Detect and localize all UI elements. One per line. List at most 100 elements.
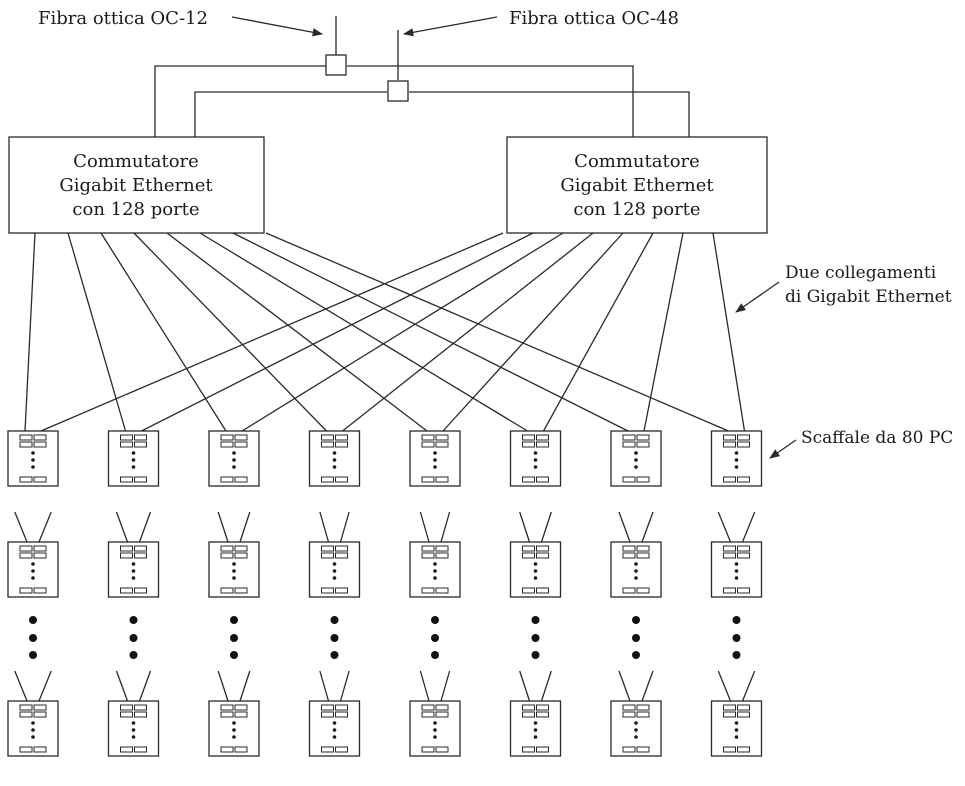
pc-rack bbox=[308, 430, 361, 487]
switch-left-link bbox=[232, 232, 629, 432]
rack-uplink-stub bbox=[14, 511, 28, 543]
rack-uplink-stub bbox=[217, 511, 229, 543]
pc-rack bbox=[308, 541, 361, 598]
rack-uplink-stub bbox=[239, 670, 251, 702]
rack-ellipsis bbox=[129, 616, 138, 659]
switch-right-link bbox=[643, 232, 684, 432]
pc-rack bbox=[7, 430, 59, 487]
rack-uplink-stub bbox=[618, 670, 631, 702]
rack-uplink-stub bbox=[14, 670, 28, 702]
rack-uplink-stub bbox=[540, 670, 552, 702]
two-links-label-line1: Due collegamenti bbox=[785, 263, 937, 283]
switch-right-link bbox=[442, 232, 624, 432]
switch-right-link bbox=[342, 232, 594, 432]
gigabit-links bbox=[14, 232, 756, 702]
rack-uplink-stub bbox=[319, 511, 330, 543]
rack-ellipsis bbox=[230, 616, 238, 659]
rack-uplink-stub bbox=[339, 670, 350, 702]
pc-rack bbox=[107, 541, 160, 598]
rack-uplink-stub bbox=[38, 670, 52, 702]
oc12-arrow bbox=[231, 16, 324, 37]
pc-rack bbox=[7, 541, 59, 598]
rack-uplink-stub bbox=[440, 670, 451, 702]
rack-uplink-stub bbox=[217, 670, 229, 702]
oc12-router-node bbox=[325, 54, 347, 76]
pc-rack bbox=[107, 700, 160, 757]
switch-right: Commutatore Gigabit Ethernet con 128 por… bbox=[506, 136, 768, 234]
rack-uplink-stub bbox=[138, 511, 152, 543]
rack-ellipsis bbox=[732, 616, 741, 659]
rack-uplink-stub bbox=[641, 670, 654, 702]
switch-left-line3: con 128 porte bbox=[72, 199, 199, 220]
rack-uplink-stub bbox=[239, 511, 251, 543]
switch-left-link bbox=[133, 232, 327, 432]
switch-right-link bbox=[241, 232, 564, 432]
switch-left-link bbox=[24, 232, 36, 432]
rack-uplink-stub bbox=[717, 511, 732, 543]
rack-uplink-stub bbox=[641, 511, 654, 543]
rack-uplink-stub bbox=[618, 511, 631, 543]
pc-rack bbox=[509, 700, 562, 757]
pc-rack bbox=[409, 541, 461, 598]
pc-rack bbox=[308, 700, 361, 757]
switch-left-link bbox=[100, 232, 227, 432]
rack-uplink-stub bbox=[115, 670, 129, 702]
oc48-arrow bbox=[402, 16, 498, 37]
pc-rack bbox=[7, 700, 59, 757]
oc12-uplink-right bbox=[347, 65, 634, 137]
switch-right-link bbox=[542, 232, 654, 432]
switch-left-line2: Gigabit Ethernet bbox=[59, 175, 213, 196]
pc-rack bbox=[710, 700, 763, 757]
rack-uplink-stub bbox=[717, 670, 732, 702]
pc-rack bbox=[710, 541, 763, 598]
rack-uplink-stub bbox=[419, 670, 430, 702]
pc-rack bbox=[409, 430, 461, 487]
fiber-oc48-label: Fibra ottica OC-48 bbox=[509, 8, 679, 29]
switch-left-line1: Commutatore bbox=[73, 151, 199, 172]
switch-left-link bbox=[166, 232, 428, 432]
fiber-oc12-label: Fibra ottica OC-12 bbox=[38, 8, 208, 29]
rack-uplink-stub bbox=[519, 511, 531, 543]
switch-left-link bbox=[199, 232, 528, 432]
switch-left: Commutatore Gigabit Ethernet con 128 por… bbox=[8, 136, 265, 234]
rack-ellipsis bbox=[431, 616, 439, 659]
rack-ellipsis bbox=[531, 616, 540, 659]
pc-rack bbox=[409, 700, 461, 757]
rack-ellipsis bbox=[330, 616, 339, 659]
oc48-uplink-left bbox=[194, 91, 387, 137]
pc-rack bbox=[710, 430, 763, 487]
pc-rack bbox=[208, 541, 260, 598]
switch-right-line3: con 128 porte bbox=[573, 199, 700, 220]
switch-left-link bbox=[265, 232, 729, 432]
switch-right-link bbox=[712, 232, 746, 432]
rack-uplink-stub bbox=[741, 511, 756, 543]
rack-uplink-stub bbox=[519, 670, 531, 702]
rack-uplink-stub bbox=[440, 511, 451, 543]
rack-arrow bbox=[769, 439, 797, 459]
pc-rack bbox=[610, 700, 662, 757]
rack-ellipsis bbox=[632, 616, 640, 659]
rack-ellipsis bbox=[29, 616, 37, 659]
oc48-uplink-right bbox=[409, 91, 690, 137]
pc-rack bbox=[208, 430, 260, 487]
pc-rack bbox=[107, 430, 160, 487]
rack-uplink-stub bbox=[115, 511, 129, 543]
two-links-label-line2: di Gigabit Ethernet bbox=[785, 287, 952, 307]
rack-uplink-stub bbox=[741, 670, 756, 702]
switch-right-line2: Gigabit Ethernet bbox=[560, 175, 714, 196]
rack-uplink-stub bbox=[540, 511, 552, 543]
rack-uplink-stub bbox=[339, 511, 350, 543]
switch-right-link bbox=[141, 232, 534, 432]
pc-rack bbox=[610, 430, 662, 487]
oc12-uplink-left bbox=[154, 65, 327, 137]
rack-label: Scaffale da 80 PC bbox=[801, 428, 953, 448]
pc-rack bbox=[208, 700, 260, 757]
rack-uplink-stub bbox=[138, 670, 152, 702]
pc-rack bbox=[509, 541, 562, 598]
oc48-router-node bbox=[387, 80, 409, 102]
rack-uplink-stub bbox=[319, 670, 330, 702]
pc-rack bbox=[509, 430, 562, 487]
rack-grid bbox=[7, 430, 763, 757]
switch-right-link bbox=[40, 232, 504, 432]
